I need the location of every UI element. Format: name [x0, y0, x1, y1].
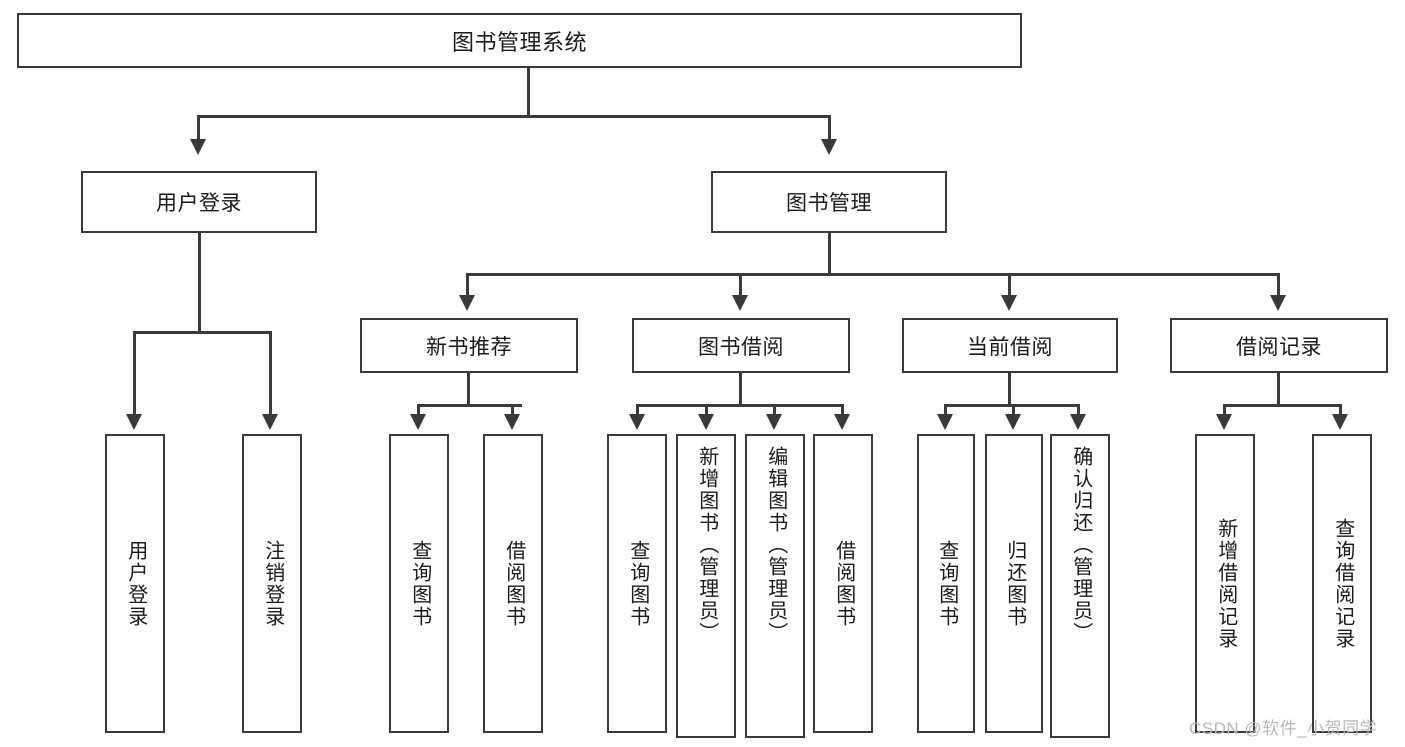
connector-borrow-record-bus — [1223, 404, 1340, 407]
arrowhead-leaf-user-login-2 — [262, 414, 278, 430]
connector-root-stem — [527, 68, 530, 116]
leaf-nbr-query-book[interactable]: 查询图书 — [389, 434, 449, 733]
arrowhead-leaf-user-login-1 — [126, 414, 142, 430]
connector-user-login-bus — [133, 331, 270, 334]
leaf-user-login-logout[interactable]: 注销登录 — [242, 434, 302, 733]
connector-drop-leaf-cb-1 — [944, 404, 947, 416]
connector-new-book-recommend-bus — [417, 404, 522, 407]
leaf-cb-confirm-return-admin[interactable]: 确认归还（管理员） — [1050, 434, 1110, 738]
connector-drop-user-login — [197, 115, 200, 141]
arrowhead-leaf-br-1 — [1216, 414, 1232, 430]
arrowhead-leaf-br-2 — [1332, 414, 1348, 430]
node-label: 当前借阅 — [967, 335, 1053, 359]
node-label: 新书推荐 — [426, 335, 512, 359]
connector-drop-leaf-bb-2 — [705, 404, 708, 416]
arrowhead-book-borrow — [732, 295, 748, 311]
leaf-cb-query-book[interactable]: 查询图书 — [917, 434, 975, 733]
connector-drop-leaf-nbr-1 — [417, 404, 420, 416]
node-label: 编辑图书（管理员） — [764, 446, 787, 644]
arrowhead-user-login — [190, 139, 206, 155]
arrowhead-leaf-bb-1 — [629, 414, 645, 430]
node-user-login[interactable]: 用户登录 — [81, 171, 317, 233]
node-label: 新增借阅记录 — [1214, 517, 1237, 650]
connector-root-bus — [197, 115, 831, 118]
connector-drop-leaf-br-1 — [1223, 404, 1226, 416]
leaf-bb-query-book[interactable]: 查询图书 — [607, 434, 667, 733]
connector-drop-leaf-cb-2 — [1012, 404, 1015, 416]
arrowhead-leaf-bb-4 — [834, 414, 850, 430]
connector-drop-leaf-cb-3 — [1077, 404, 1080, 416]
node-book-management[interactable]: 图书管理 — [711, 171, 947, 233]
csdn-watermark: CSDN @软件_小贺同学 — [1189, 719, 1378, 738]
connector-drop-leaf-br-2 — [1339, 404, 1342, 416]
leaf-nbr-borrow-book[interactable]: 借阅图书 — [483, 434, 543, 733]
node-label: 确认归还（管理员） — [1069, 446, 1092, 644]
arrowhead-leaf-bb-2 — [698, 414, 714, 430]
connector-borrow-record-stem — [1277, 373, 1280, 406]
arrowhead-leaf-bb-3 — [766, 414, 782, 430]
node-label: 借阅图书 — [502, 539, 525, 628]
node-root-book-management-system[interactable]: 图书管理系统 — [17, 13, 1022, 68]
leaf-br-add-record[interactable]: 新增借阅记录 — [1195, 434, 1255, 733]
arrowhead-leaf-cb-3 — [1070, 414, 1086, 430]
node-label: 用户登录 — [156, 192, 242, 215]
connector-book-borrow-stem — [739, 373, 742, 406]
connector-drop-new-book-recommend — [466, 273, 469, 297]
connector-user-login-stem — [198, 233, 201, 333]
leaf-br-query-record[interactable]: 查询借阅记录 — [1312, 434, 1372, 733]
leaf-user-login-login[interactable]: 用户登录 — [105, 434, 165, 733]
node-label: 借阅图书 — [832, 539, 855, 628]
node-label: 图书借阅 — [698, 335, 784, 359]
node-label: 用户登录 — [124, 539, 147, 628]
node-label: 查询图书 — [935, 539, 958, 628]
connector-drop-leaf-bb-3 — [773, 404, 776, 416]
connector-drop-leaf-bb-4 — [841, 404, 844, 416]
connector-new-book-recommend-stem — [467, 373, 470, 406]
node-label: 注销登录 — [261, 539, 284, 628]
node-current-borrow[interactable]: 当前借阅 — [902, 318, 1118, 373]
node-label: 图书管理 — [786, 192, 872, 215]
node-label: 查询借阅记录 — [1331, 517, 1354, 650]
leaf-bb-edit-book-admin[interactable]: 编辑图书（管理员） — [745, 434, 805, 738]
connector-current-borrow-bus — [944, 404, 1078, 407]
leaf-bb-add-book-admin[interactable]: 新增图书（管理员） — [676, 434, 736, 738]
connector-current-borrow-stem — [1008, 373, 1011, 406]
node-label: 查询图书 — [408, 539, 431, 628]
connector-drop-book-borrow — [739, 273, 742, 297]
arrowhead-leaf-cb-2 — [1005, 414, 1021, 430]
node-label: 借阅记录 — [1236, 335, 1322, 359]
arrowhead-book-management — [821, 139, 837, 155]
node-label: 查询图书 — [626, 539, 649, 628]
arrowhead-leaf-cb-1 — [937, 414, 953, 430]
connector-drop-leaf-user-login-1 — [133, 331, 136, 416]
arrowhead-leaf-nbr-1 — [410, 414, 426, 430]
leaf-bb-borrow-book[interactable]: 借阅图书 — [813, 434, 873, 733]
connector-drop-borrow-record — [1277, 273, 1280, 297]
connector-drop-leaf-user-login-2 — [269, 331, 272, 416]
connector-drop-book-management — [828, 115, 831, 141]
node-label: 新增图书（管理员） — [695, 446, 718, 644]
connector-book-management-stem — [828, 233, 831, 275]
arrowhead-leaf-nbr-2 — [504, 414, 520, 430]
arrowhead-new-book-recommend — [459, 295, 475, 311]
connector-book-borrow-bus — [636, 404, 844, 407]
node-label: 图书管理系统 — [451, 29, 587, 55]
leaf-cb-return-book[interactable]: 归还图书 — [985, 434, 1043, 733]
node-new-book-recommend[interactable]: 新书推荐 — [360, 318, 578, 373]
arrowhead-current-borrow — [1001, 295, 1017, 311]
connector-drop-leaf-nbr-2 — [511, 404, 514, 416]
node-label: 归还图书 — [1003, 539, 1026, 628]
arrowhead-borrow-record — [1270, 295, 1286, 311]
node-borrow-record[interactable]: 借阅记录 — [1170, 318, 1388, 373]
node-book-borrow[interactable]: 图书借阅 — [632, 318, 850, 373]
connector-drop-leaf-bb-1 — [636, 404, 639, 416]
connector-drop-current-borrow — [1008, 273, 1011, 297]
connector-book-management-bus — [466, 273, 1280, 276]
